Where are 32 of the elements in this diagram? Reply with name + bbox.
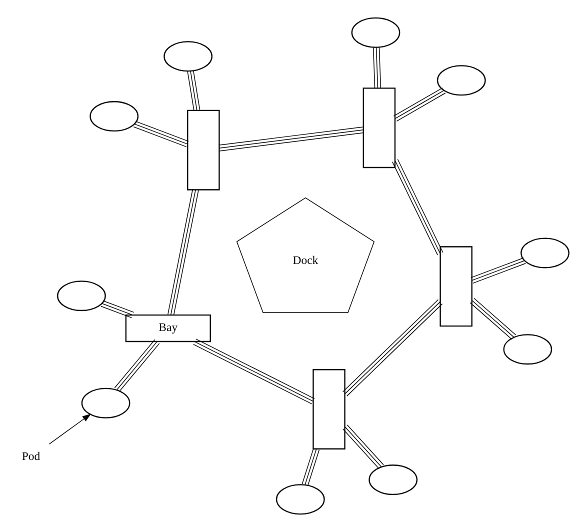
connector bbox=[392, 158, 444, 255]
node-box: Bay bbox=[125, 314, 211, 342]
connector bbox=[168, 188, 199, 316]
connector bbox=[302, 447, 320, 486]
arrow bbox=[48, 413, 92, 444]
node-box bbox=[440, 246, 472, 326]
node-ellipse bbox=[57, 280, 106, 311]
connector bbox=[470, 257, 526, 284]
node-ellipse bbox=[351, 16, 400, 48]
node-ellipse bbox=[90, 100, 139, 132]
connector bbox=[372, 46, 382, 88]
node-ellipse bbox=[520, 237, 570, 268]
connector bbox=[470, 297, 516, 340]
connector bbox=[193, 338, 315, 404]
connector bbox=[133, 120, 189, 147]
node-ellipse bbox=[164, 40, 212, 72]
connector bbox=[342, 424, 384, 469]
node-box bbox=[362, 87, 396, 168]
node-box bbox=[187, 109, 220, 190]
node-ellipse bbox=[368, 464, 418, 495]
connector bbox=[100, 300, 134, 318]
connector bbox=[342, 298, 443, 396]
connector bbox=[114, 338, 160, 392]
connector bbox=[218, 126, 364, 151]
connector bbox=[187, 70, 200, 111]
connector bbox=[393, 87, 446, 122]
node-ellipse bbox=[503, 334, 552, 364]
node-ellipse bbox=[436, 64, 486, 96]
node-text: Pod bbox=[22, 450, 40, 463]
node-ellipse bbox=[81, 387, 130, 418]
node-ellipse bbox=[276, 484, 325, 514]
node-box bbox=[312, 368, 346, 449]
